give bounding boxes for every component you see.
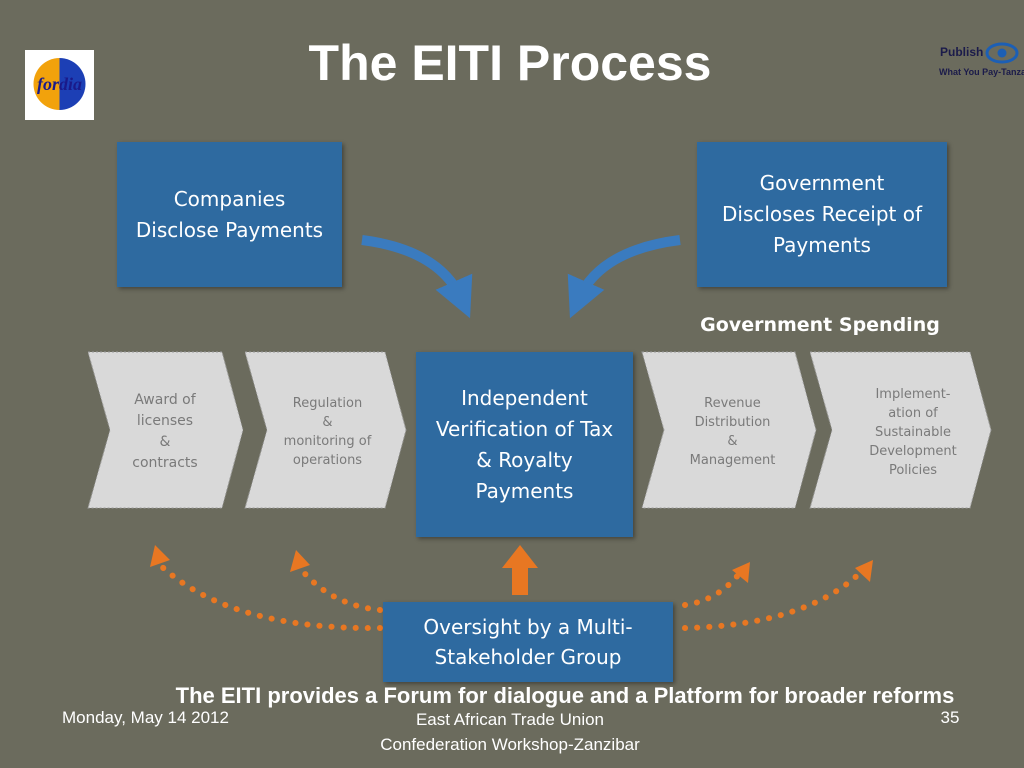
- chevron-text: Development: [869, 443, 957, 459]
- oversight-line: Oversight by a Multi-: [423, 615, 633, 639]
- chevron-award: [87, 351, 244, 509]
- government-line: Payments: [773, 233, 871, 257]
- chevron-text: Management: [689, 453, 776, 468]
- verification-line: Payments: [475, 478, 574, 503]
- oversight-line: Stakeholder Group: [434, 645, 622, 669]
- footer-page-number: 35: [940, 708, 960, 727]
- chevron-text: &: [159, 434, 171, 450]
- chevron-text: licenses: [136, 413, 194, 429]
- chevron-text: Revenue: [704, 396, 761, 411]
- government-line: Government: [759, 171, 885, 195]
- footer-tagline: The EITI provides a Forum for dialogue a…: [175, 683, 955, 708]
- chevron-regulation: [244, 351, 407, 509]
- chevron-text: &: [727, 434, 738, 449]
- chevron-text: Regulation: [292, 396, 363, 411]
- dotted-arrow-left-inner: [297, 565, 383, 613]
- footer-org-line: Confederation Workshop-Zanzibar: [380, 735, 640, 754]
- chevron-revenue: [641, 351, 817, 509]
- companies-box: Companies Disclose Payments: [117, 142, 342, 287]
- oversight-box: Oversight by a Multi- Stakeholder Group: [383, 602, 673, 682]
- arrow-head-right-inner: [732, 562, 750, 583]
- footer-organization: East African Trade Union Confederation W…: [340, 707, 680, 757]
- verification-box: Independent Verification of Tax & Royalt…: [416, 352, 633, 537]
- verification-line: Independent: [461, 385, 588, 410]
- chevron-text: monitoring of: [283, 434, 372, 449]
- dotted-arrow-right-outer: [682, 565, 868, 631]
- chevron-text: Policies: [888, 462, 938, 478]
- pwyp-logo-graphic: Publish What You Pay-Tanzania: [939, 42, 1024, 77]
- chevron-text: Award of: [134, 392, 196, 408]
- fordia-logo-graphic: fordia: [33, 58, 86, 110]
- fordia-logo: fordia: [25, 50, 94, 120]
- chevron-text: operations: [292, 453, 363, 468]
- verification-line: & Royalty: [476, 447, 573, 472]
- chevron-text: Distribution: [694, 415, 771, 430]
- chevron-text: contracts: [132, 455, 198, 471]
- chevron-text: Implement-: [875, 386, 951, 402]
- chevron-implementation: [809, 351, 992, 509]
- chevron-implementation-label: Implement- ation of Sustainable Developm…: [858, 362, 968, 502]
- arrow-government-to-verification: [567, 235, 681, 319]
- fordia-logo-text: fordia: [37, 74, 82, 94]
- arrow-companies-to-verification: [361, 235, 473, 319]
- companies-line: Companies: [173, 186, 286, 211]
- page-title: The EITI Process: [308, 35, 712, 91]
- arrow-oversight-up: [502, 545, 538, 595]
- government-line: Discloses Receipt of: [722, 202, 922, 226]
- arrow-head-left-inner: [290, 550, 310, 572]
- chevron-revenue-label: Revenue Distribution & Management: [680, 362, 785, 502]
- pwyp-logo: Publish What You Pay-Tanzania: [936, 40, 1024, 82]
- footer-org-line: East African Trade Union: [415, 710, 605, 729]
- arrow-head-left-outer: [150, 545, 170, 567]
- chevron-regulation-label: Regulation & monitoring of operations: [275, 362, 380, 502]
- pwyp-logo-line1: Publish: [940, 45, 983, 59]
- dotted-arrow-left-outer: [157, 562, 383, 632]
- eye-icon: [985, 42, 1019, 64]
- chevron-text: &: [322, 415, 333, 430]
- government-spending-label: Government Spending: [700, 314, 940, 336]
- verification-line: Verification of Tax: [435, 416, 614, 441]
- chevron-award-label: Award of licenses & contracts: [115, 362, 215, 502]
- arrow-head-right-outer: [855, 560, 873, 582]
- government-box: Government Discloses Receipt of Payments: [697, 142, 947, 287]
- chevron-text: ation of: [888, 405, 938, 421]
- dotted-arrow-right-inner: [682, 567, 745, 608]
- footer-date: Monday, May 14 2012: [62, 708, 229, 727]
- companies-line: Disclose Payments: [135, 217, 324, 242]
- pwyp-logo-line2: What You Pay-Tanzania: [939, 67, 1024, 77]
- chevron-text: Sustainable: [874, 424, 951, 440]
